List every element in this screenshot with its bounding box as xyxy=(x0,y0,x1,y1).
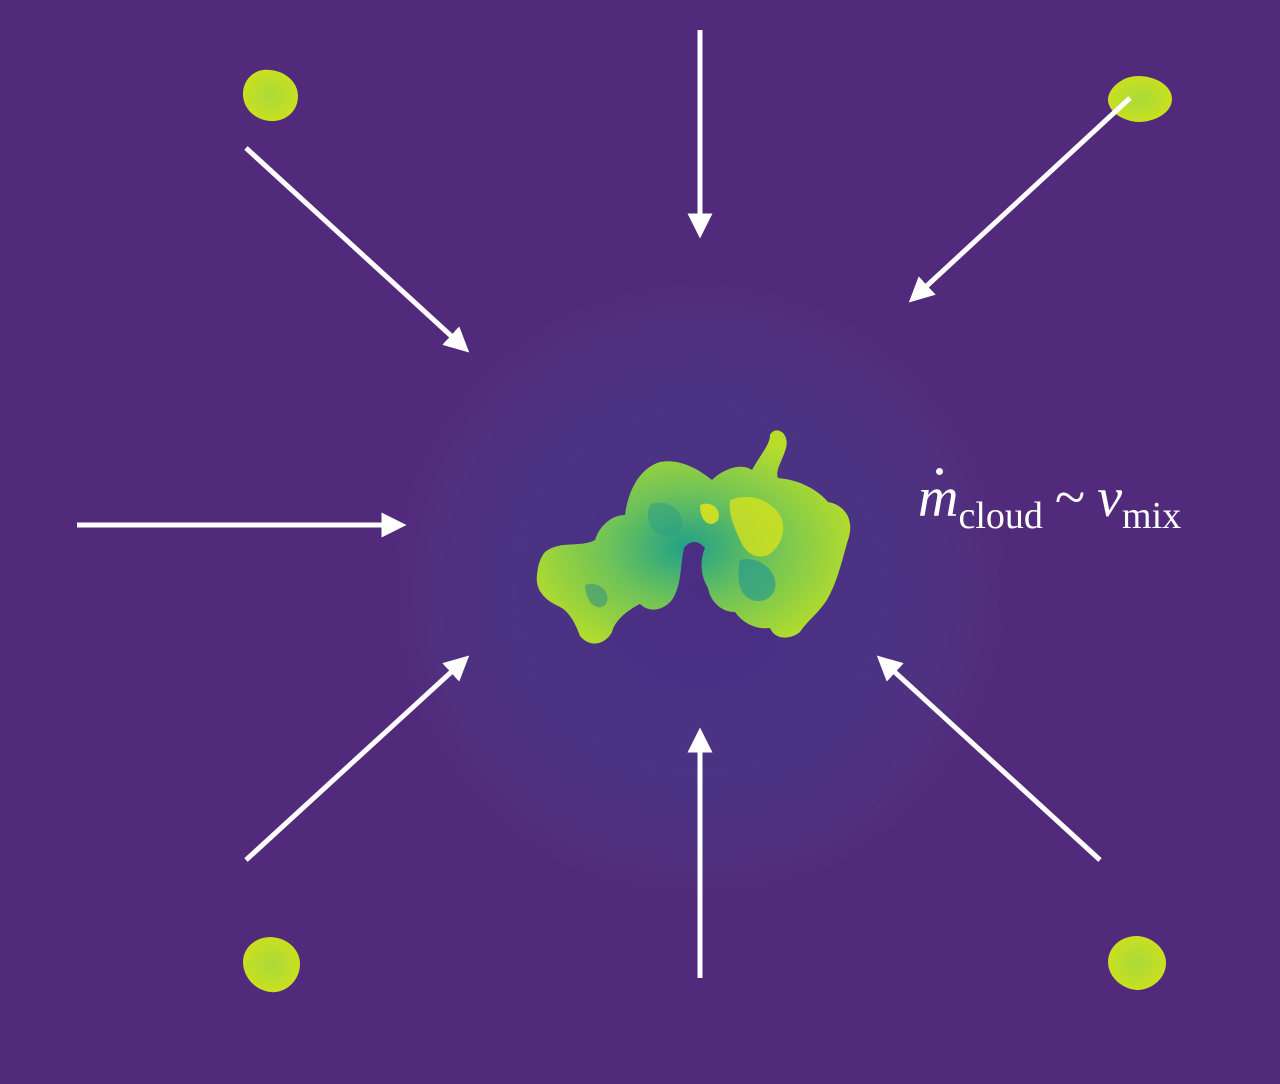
formula-rhs-subscript: mix xyxy=(1122,495,1182,538)
arrow-from-east-southeast xyxy=(876,655,1102,862)
formula-lhs-subscript: cloud xyxy=(958,495,1043,538)
arrow-from-northeast xyxy=(908,96,1132,303)
droplet-bottom-right xyxy=(1108,936,1166,990)
growth-rate-formula: mcloud ~vmix xyxy=(918,467,1181,535)
arrow-from-southwest xyxy=(244,655,470,862)
droplet-top-left xyxy=(242,69,298,122)
mixing-halo xyxy=(380,270,1020,910)
formula-lhs-symbol: m xyxy=(918,467,959,529)
formula-relation: ~ xyxy=(1054,467,1086,529)
droplet-top-right xyxy=(1107,76,1172,122)
formula-rhs-symbol: v xyxy=(1097,467,1123,529)
droplet-bottom-left xyxy=(243,937,300,993)
arrow-from-northwest xyxy=(244,146,470,353)
central-cloud xyxy=(536,430,851,644)
